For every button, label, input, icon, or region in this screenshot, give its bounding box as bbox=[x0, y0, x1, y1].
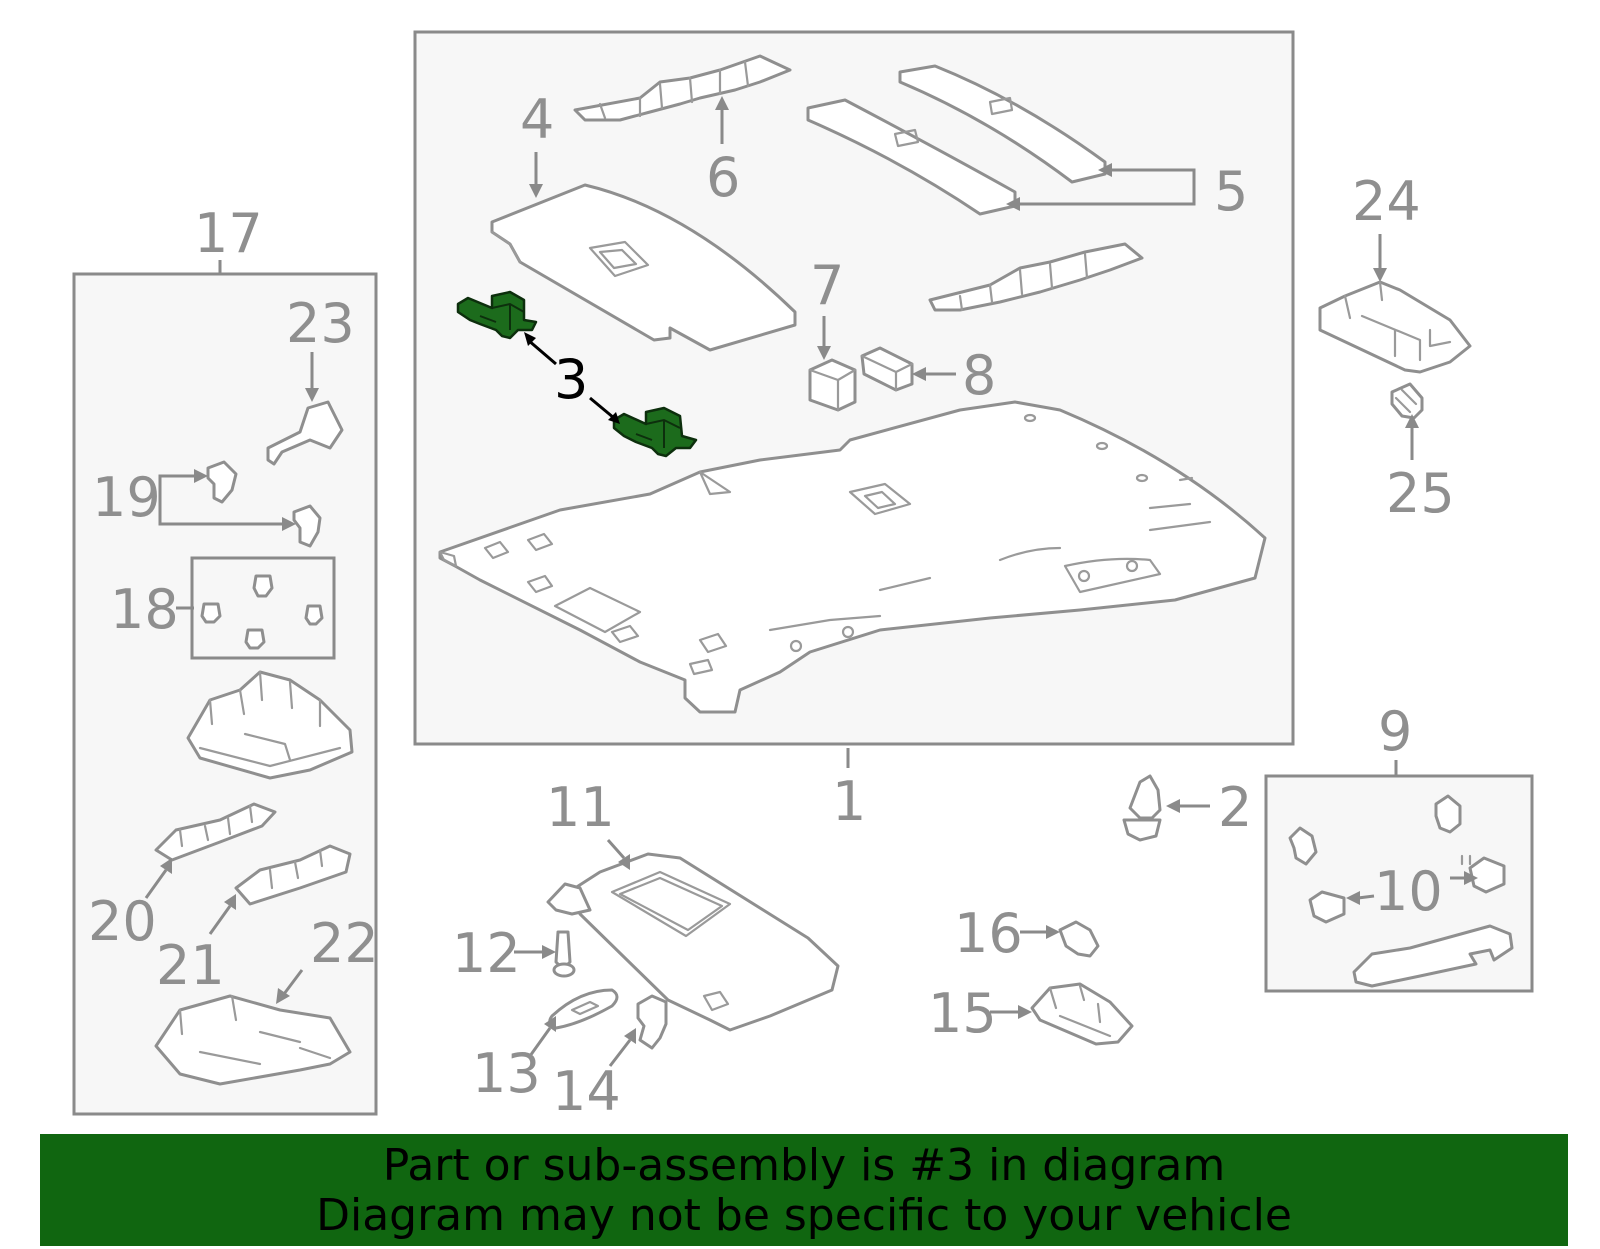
part-14-holder bbox=[636, 994, 668, 1050]
callout-13: 13 bbox=[472, 1042, 541, 1105]
callout-19: 19 bbox=[92, 466, 161, 529]
callout-5: 5 bbox=[1214, 160, 1248, 223]
callout-3: 3 bbox=[554, 348, 588, 411]
part-3-clip-lower bbox=[612, 406, 698, 458]
part-10-clips bbox=[1288, 794, 1506, 924]
part-22-housing bbox=[154, 994, 352, 1086]
callout-20: 20 bbox=[88, 890, 157, 953]
part-4-panel bbox=[490, 183, 797, 352]
callout-1: 1 bbox=[832, 770, 866, 833]
callout-8: 8 bbox=[962, 344, 996, 407]
part-2-clip bbox=[1122, 774, 1162, 842]
callout-10: 10 bbox=[1374, 860, 1443, 923]
callout-11: 11 bbox=[546, 776, 615, 839]
callout-23: 23 bbox=[286, 292, 355, 355]
callout-22: 22 bbox=[310, 912, 379, 975]
part-16-bulb bbox=[1058, 920, 1100, 958]
part-12-screw bbox=[552, 930, 576, 978]
info-banner: Part or sub-assembly is #3 in diagram Di… bbox=[40, 1134, 1568, 1246]
part-24-lamp bbox=[1318, 280, 1472, 374]
part-20-lens bbox=[154, 802, 277, 862]
callout-4: 4 bbox=[520, 88, 554, 151]
callout-12: 12 bbox=[452, 922, 521, 985]
part-13-cover bbox=[548, 988, 619, 1030]
part-7-pad bbox=[808, 358, 857, 412]
part-3-clip-upper bbox=[456, 290, 538, 340]
part-19-clip-a bbox=[206, 460, 238, 504]
part-1-headliner bbox=[438, 400, 1267, 714]
callout-24: 24 bbox=[1352, 170, 1421, 233]
part-18-fasteners bbox=[200, 574, 324, 650]
banner-line-part-number: Part or sub-assembly is #3 in diagram bbox=[382, 1140, 1226, 1191]
part-9-assist-grip bbox=[1352, 924, 1514, 988]
callout-7: 7 bbox=[810, 254, 844, 317]
callout-17: 17 bbox=[194, 202, 263, 265]
dome-lamp-housing bbox=[186, 670, 354, 780]
callout-2: 2 bbox=[1218, 776, 1252, 839]
leader-lines bbox=[144, 96, 1478, 1067]
part-11-sun-visor bbox=[546, 852, 840, 1032]
part-23-bracket bbox=[266, 400, 344, 466]
callout-25: 25 bbox=[1386, 462, 1455, 525]
callout-labels: 1 2 3 4 5 6 7 8 9 10 11 12 13 14 15 16 1… bbox=[88, 88, 1455, 1123]
part-15-lamp bbox=[1030, 982, 1134, 1046]
banner-line-disclaimer: Diagram may not be specific to your vehi… bbox=[316, 1190, 1292, 1241]
callout-6: 6 bbox=[706, 146, 740, 209]
part-5-rails bbox=[806, 64, 1107, 216]
callout-15: 15 bbox=[928, 982, 997, 1045]
callout-16: 16 bbox=[954, 902, 1023, 965]
callout-21: 21 bbox=[156, 934, 225, 997]
part-25-bulb bbox=[1390, 382, 1424, 420]
part-21-lens bbox=[234, 844, 352, 906]
callout-9: 9 bbox=[1378, 700, 1412, 763]
part-8-pad bbox=[860, 346, 914, 392]
part-19-clip-b bbox=[292, 504, 322, 548]
callout-18: 18 bbox=[110, 578, 179, 641]
rear-bracket bbox=[928, 242, 1144, 312]
part-6-bracket bbox=[573, 54, 792, 122]
callout-14: 14 bbox=[552, 1060, 621, 1123]
